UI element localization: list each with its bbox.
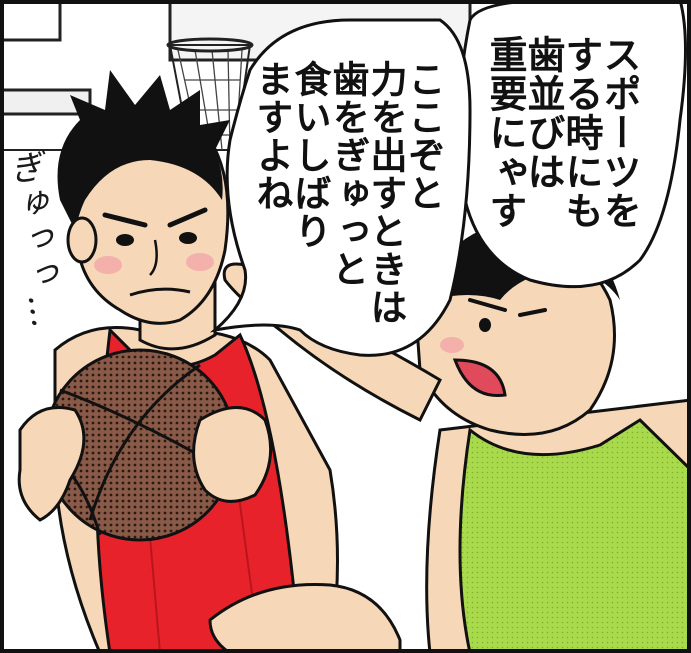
bubble1-line-1: スポーツを (597, 35, 641, 230)
bubble2-line-2: 力を出すときは (364, 60, 407, 326)
bubble2-line-5: ますよね (250, 60, 293, 212)
bubble1-line-3: 歯並びは (521, 35, 565, 191)
bubble1-line-2: する時にも (559, 35, 603, 230)
bubble2-line-4: 食いしばり (288, 60, 331, 250)
bubble2-line-1: ここぞと (402, 60, 445, 212)
player-red-hands (17, 406, 273, 522)
speech-bubble-2 (209, 18, 472, 357)
bubble2-line-3: 歯をぎゅっと (326, 60, 369, 288)
bubble1-line-4: 重要にゃす (483, 35, 527, 230)
